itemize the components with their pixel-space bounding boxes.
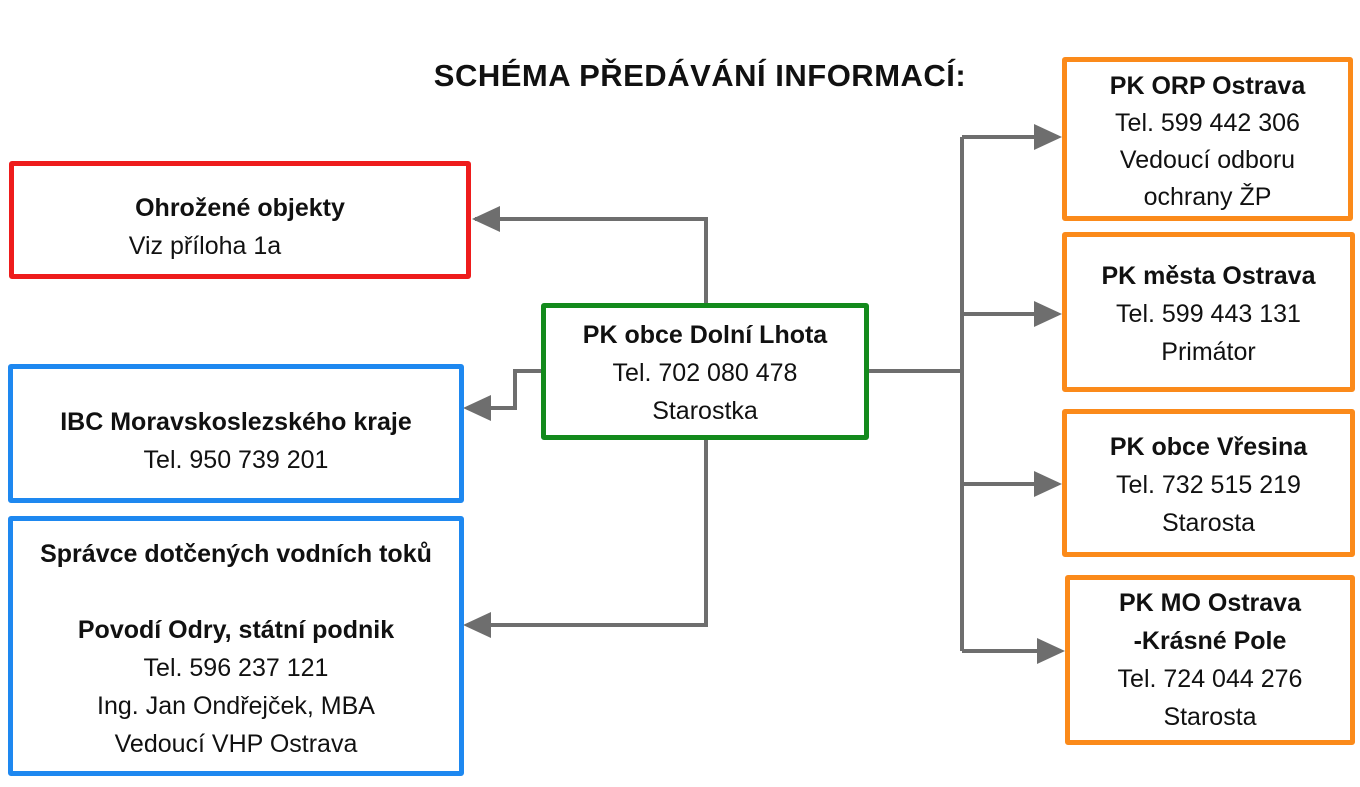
node-mo-phone: Tel. 724 044 276 bbox=[1117, 665, 1303, 693]
node-pk-mo-krasne-pole: PK MO Ostrava -Krásné Pole Tel. 724 044 … bbox=[1065, 575, 1355, 745]
connector-group bbox=[467, 135, 1061, 653]
arrow-to-ohrozene bbox=[475, 217, 708, 303]
arrowhead-ohrozene bbox=[472, 206, 500, 232]
node-povodi-person: Ing. Jan Ondřejček, MBA bbox=[97, 692, 375, 720]
node-vresina-name: PK obce Vřesina bbox=[1109, 433, 1308, 461]
node-mesto-role: Primátor bbox=[1161, 338, 1256, 366]
node-ibc-name: IBC Moravskoslezského kraje bbox=[60, 408, 412, 436]
node-center-name: PK obce Dolní Lhota bbox=[582, 321, 828, 349]
node-center-role: Starostka bbox=[652, 397, 758, 425]
node-ibc: IBC Moravskoslezského kraje Tel. 950 739… bbox=[8, 364, 464, 503]
node-orp-role-line2: ochrany ŽP bbox=[1143, 183, 1272, 211]
node-center-dolni-lhota: PK obce Dolní Lhota Tel. 702 080 478 Sta… bbox=[541, 303, 869, 440]
node-vresina-phone: Tel. 732 515 219 bbox=[1116, 471, 1301, 499]
arrowhead-ibc bbox=[463, 395, 491, 421]
node-mesto-phone: Tel. 599 443 131 bbox=[1116, 300, 1301, 328]
arrowhead-mesto bbox=[1034, 301, 1062, 327]
arrowhead-povodi bbox=[463, 612, 491, 638]
arrowhead-vresina bbox=[1034, 471, 1062, 497]
node-orp-phone: Tel. 599 442 306 bbox=[1115, 109, 1300, 137]
spacer-line bbox=[13, 573, 459, 611]
node-center-phone: Tel. 702 080 478 bbox=[612, 359, 798, 387]
node-povodi-phone: Tel. 596 237 121 bbox=[143, 654, 329, 682]
node-povodi-name: Povodí Odry, státní podnik bbox=[77, 616, 395, 644]
node-ohrozene-note: Viz příloha 1a bbox=[128, 232, 282, 260]
arrowhead-orp bbox=[1034, 124, 1062, 150]
node-ohrozene-name: Ohrožené objekty bbox=[135, 194, 345, 222]
arrowhead-mo bbox=[1037, 638, 1065, 664]
node-pk-mesta-ostrava: PK města Ostrava Tel. 599 443 131 Primát… bbox=[1062, 232, 1355, 392]
node-mo-role: Starosta bbox=[1163, 703, 1257, 731]
node-mo-name-line2: -Krásné Pole bbox=[1133, 627, 1287, 655]
node-mo-name-line1: PK MO Ostrava bbox=[1118, 589, 1301, 617]
node-vresina-role: Starosta bbox=[1161, 509, 1256, 537]
node-orp-name: PK ORP Ostrava bbox=[1109, 72, 1306, 100]
node-povodi-heading: Správce dotčených vodních toků bbox=[40, 540, 432, 568]
arrowheads bbox=[463, 124, 1065, 664]
node-orp-role-line1: Vedoucí odboru bbox=[1119, 146, 1296, 174]
node-povodi-odry: Správce dotčených vodních toků Povodí Od… bbox=[8, 516, 464, 776]
node-mesto-name: PK města Ostrava bbox=[1101, 262, 1316, 290]
node-pk-obce-vresina: PK obce Vřesina Tel. 732 515 219 Starost… bbox=[1062, 409, 1355, 557]
node-ohrozene-objekty: Ohrožené objekty Viz příloha 1a bbox=[9, 161, 471, 279]
arrow-to-povodi bbox=[467, 440, 708, 627]
node-pk-orp-ostrava: PK ORP Ostrava Tel. 599 442 306 Vedoucí … bbox=[1062, 57, 1353, 221]
diagram-title: SCHÉMA PŘEDÁVÁNÍ INFORMACÍ: bbox=[433, 58, 967, 93]
node-povodi-role: Vedoucí VHP Ostrava bbox=[114, 730, 358, 758]
node-ibc-phone: Tel. 950 739 201 bbox=[143, 446, 329, 474]
